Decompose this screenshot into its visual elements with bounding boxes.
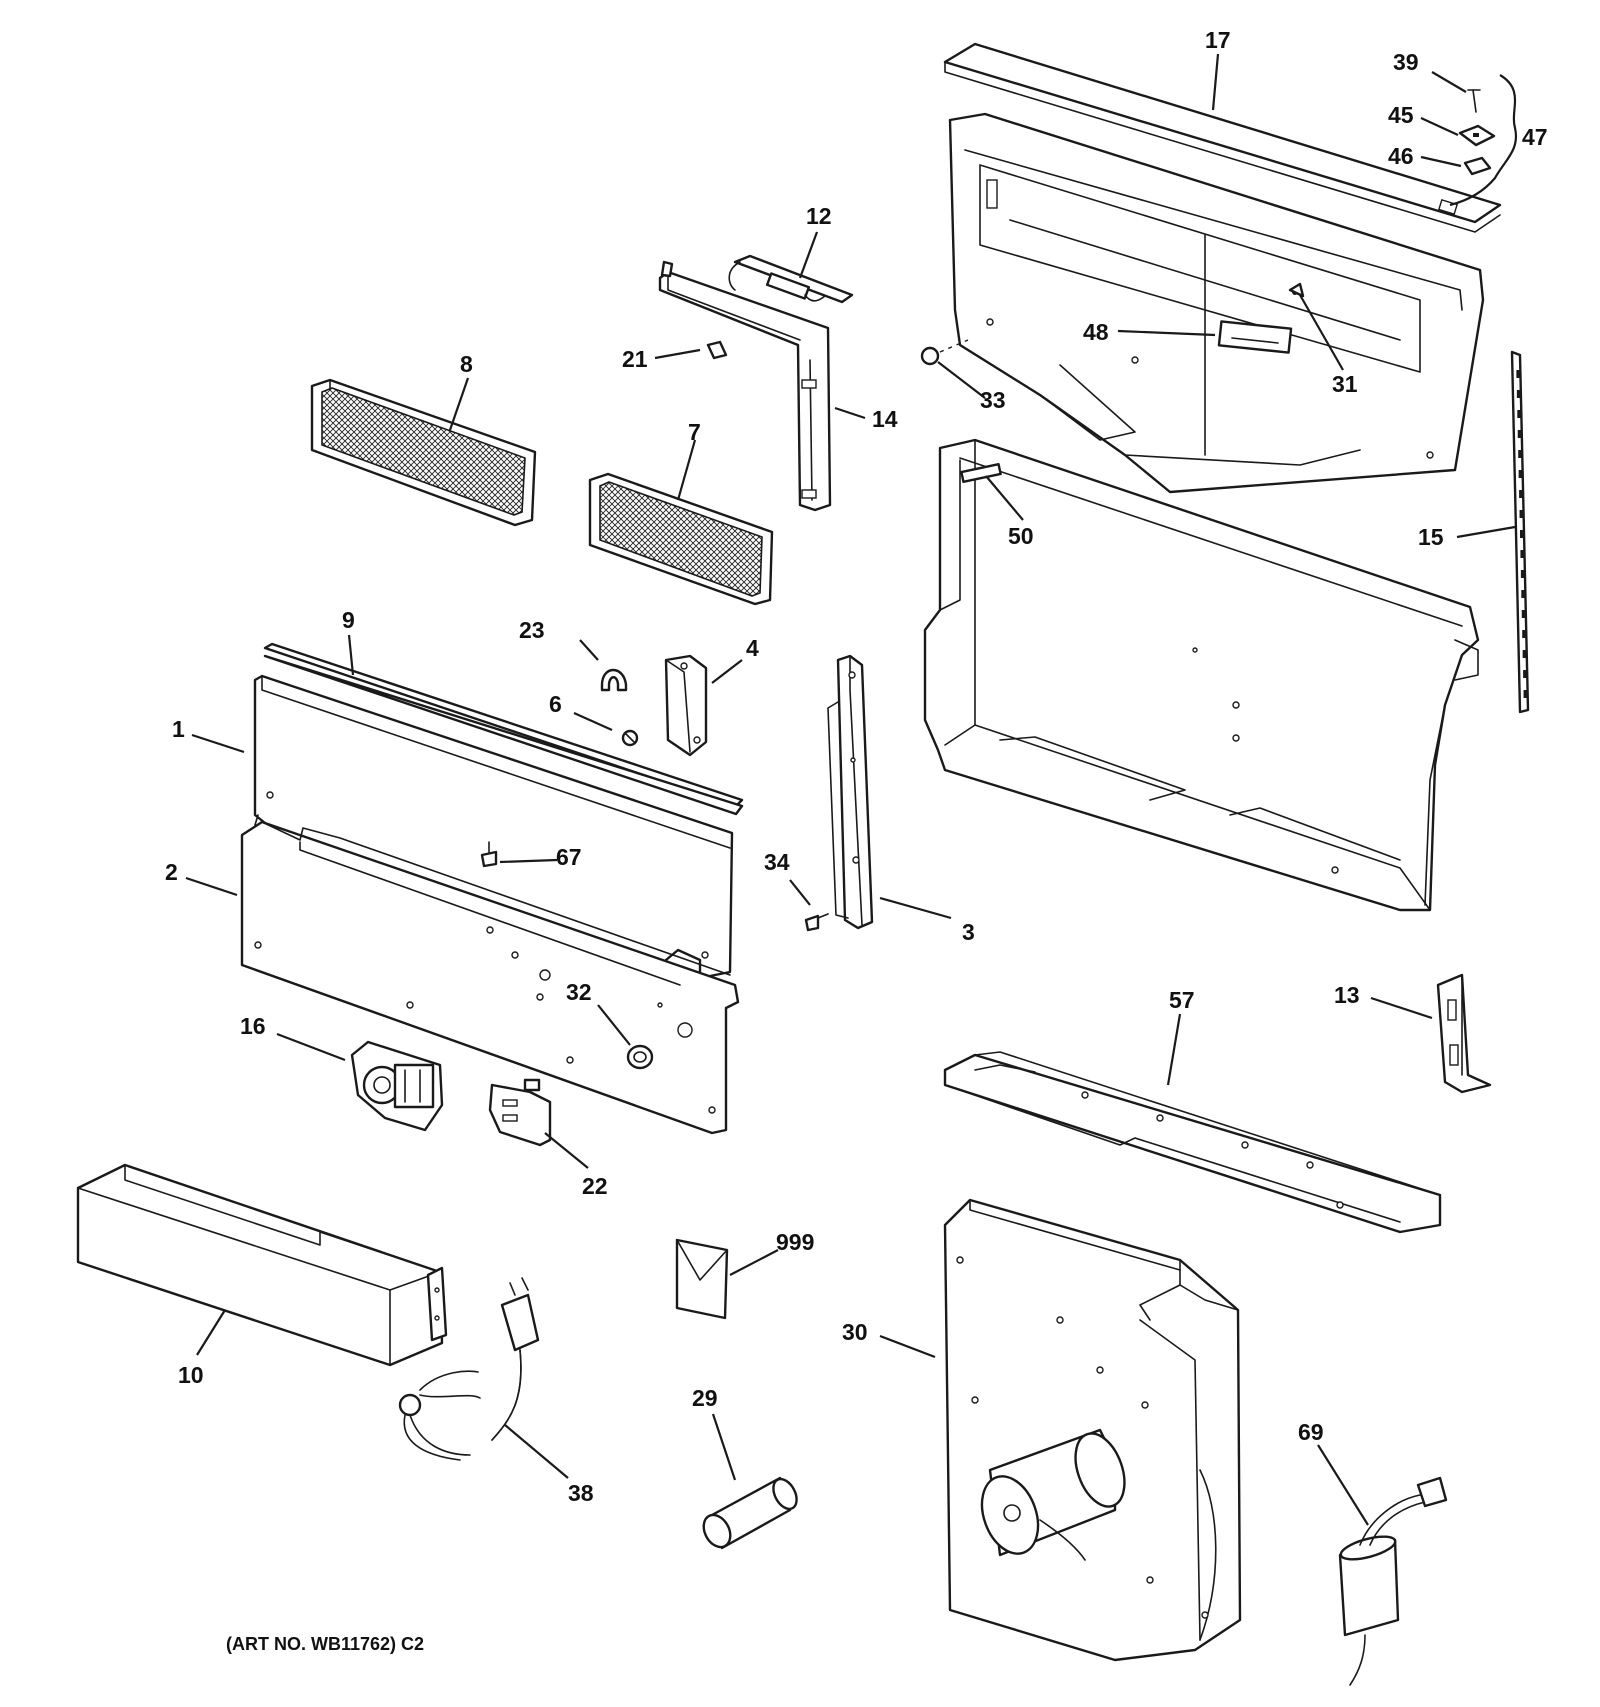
callout-39: 39 [1393,49,1419,75]
callout-15: 15 [1418,524,1444,550]
part-2-back-panel [240,820,740,1135]
part-12-switch [728,254,854,304]
part-lower-housing [923,438,1480,912]
callout-38: 38 [568,1480,594,1506]
strip-slot [1521,590,1526,598]
part-69-harness [1338,1476,1448,1686]
callout-47: 47 [1522,124,1548,150]
callout-4: 4 [746,635,759,661]
strip-slot [1520,550,1525,558]
part-29-capacitor [702,1476,798,1550]
callout-8: 8 [460,351,473,377]
callout-3: 3 [962,919,975,945]
part-9-seal-strip [263,642,744,816]
part-14-bracket [658,260,832,512]
part-57-channel [943,1051,1442,1234]
strip-slot [1517,430,1522,438]
bracket-47 [1449,74,1518,207]
part-8-filter [310,378,537,527]
strip-slot [1517,410,1522,418]
callout-999: 999 [776,1229,814,1255]
part-3-rail [827,654,874,930]
part-4-bracket [664,654,708,757]
callout-67: 67 [556,844,582,870]
part-33-plug [920,339,969,366]
strip-slot [1523,670,1528,678]
part-21-clip [706,340,728,360]
callout-13: 13 [1334,982,1360,1008]
strip-slot [1520,570,1525,578]
callout-2: 2 [165,859,178,885]
part-34-screw [804,913,829,932]
part-6-screw [621,729,639,747]
callout-48: 48 [1083,319,1109,345]
part-housing-top [948,112,1485,494]
callout-16: 16 [240,1013,266,1039]
callout-32: 32 [566,979,592,1005]
callout-31: 31 [1332,371,1358,397]
callout-34: 34 [764,849,790,875]
part-10-duct [76,1163,448,1367]
callout-7: 7 [688,419,701,445]
part-46-clip [1463,156,1492,176]
callout-45: 45 [1388,102,1414,128]
strip-slot [1518,470,1523,478]
callout-10: 10 [178,1362,204,1388]
callout-50: 50 [1008,523,1034,549]
callout-17: 17 [1205,27,1231,53]
callout-29: 29 [692,1385,718,1411]
part-13-bracket [1436,973,1492,1094]
part-38-power-cord [398,1277,540,1461]
part-32-grommet [626,1044,654,1070]
callout-22: 22 [582,1173,608,1199]
part-39-screw [1467,89,1481,113]
part-16-motor [350,1040,444,1132]
callout-9: 9 [342,607,355,633]
strip-slot [1522,650,1527,658]
part-23-clip [600,668,628,692]
callout-23: 23 [519,617,545,643]
part-45-plate [1458,124,1496,147]
callout-69: 69 [1298,1419,1324,1445]
strip-slot [1522,630,1527,638]
part-7-filter [588,472,774,606]
callout-12: 12 [806,203,832,229]
callout-30: 30 [842,1319,868,1345]
part-17-top-trim [943,42,1502,233]
part-22-switch [488,1078,552,1147]
strip-slot [1521,610,1526,618]
strip-slot [1519,490,1524,498]
strip-slot [1519,510,1524,518]
part-999-literature [675,1238,729,1320]
callout-21: 21 [622,346,648,372]
strip-slot [1516,390,1521,398]
callout-6: 6 [549,691,562,717]
leader-lines [185,53,1516,1526]
part-67-screw [480,841,498,868]
callout-1: 1 [172,716,185,742]
callout-33: 33 [980,387,1006,413]
strip-slot [1519,530,1524,538]
part-31-screw [1288,282,1305,298]
part-15-hanger-strip [1510,350,1530,714]
callout-46: 46 [1388,143,1414,169]
callout-labels: 17 39 45 47 46 12 21 8 14 7 48 31 33 50 … [165,27,1548,1506]
callout-57: 57 [1169,987,1195,1013]
strip-slot [1523,690,1528,698]
strip-slot [1516,370,1521,378]
callout-14: 14 [872,406,898,432]
strip-slot [1518,450,1523,458]
art-number-caption: (ART NO. WB11762) C2 [226,1634,424,1654]
part-30-blower [943,1198,1242,1662]
